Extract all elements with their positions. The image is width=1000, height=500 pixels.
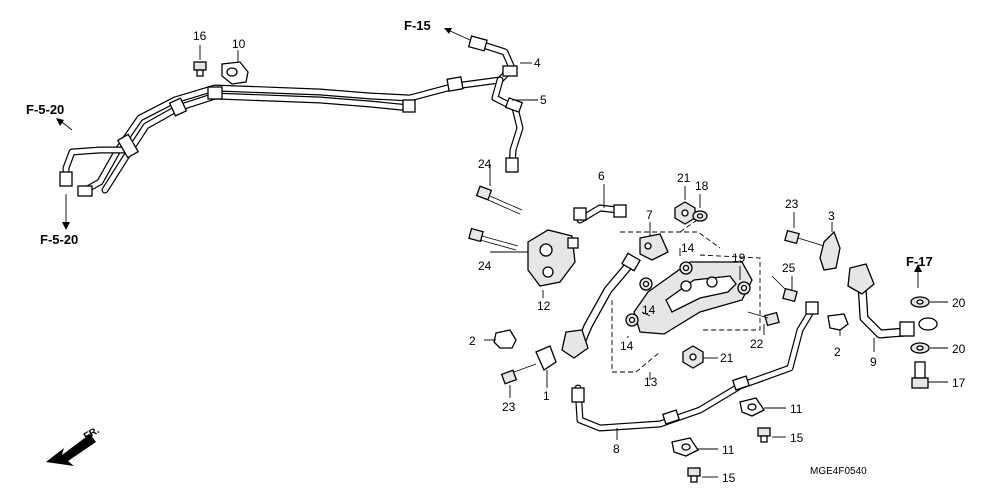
callout-12: 12 (537, 299, 551, 313)
callout-1: 1 (543, 389, 550, 403)
callout-17: 17 (952, 376, 966, 390)
callout-25: 25 (782, 261, 796, 275)
banjo-bolt-17 (911, 361, 929, 389)
bolt-16 (193, 61, 207, 77)
washer-20-lower (910, 342, 930, 354)
callout-15a: 15 (790, 431, 804, 445)
callout-24a: 24 (478, 157, 492, 171)
bolt-15-lower (687, 467, 701, 483)
front-marker-label: FR. (82, 425, 102, 443)
brake-pipe-8 (571, 301, 819, 432)
diagram-code: MGE4F0540 (810, 466, 867, 477)
bolt-24-lower (468, 227, 519, 251)
callout-23b: 23 (785, 197, 799, 211)
bolt-23-left (500, 363, 537, 385)
callout-24b: 24 (478, 259, 492, 273)
ref-f5-20-bottom: F-5-20 (40, 232, 78, 247)
callout-2b: 2 (834, 345, 841, 359)
callout-5: 5 (540, 93, 547, 107)
callout-8: 8 (613, 442, 620, 456)
leader-lines (199, 45, 948, 478)
collar-14b (639, 277, 653, 291)
washer-20-upper (910, 296, 930, 308)
callout-23a: 23 (502, 400, 516, 414)
callout-7: 7 (646, 208, 653, 222)
pipe-clamp-11-lower (671, 437, 699, 457)
callout-22: 22 (750, 337, 764, 351)
bracket-7 (639, 233, 669, 261)
washer-18 (692, 210, 708, 222)
callout-13: 13 (644, 375, 658, 389)
callout-11b: 11 (722, 443, 735, 457)
nut-21-upper (674, 201, 696, 225)
ref-f15: F-15 (404, 18, 431, 33)
bracket-3 (819, 230, 841, 271)
pipe-clamp-10 (221, 61, 249, 85)
collar-19 (737, 281, 751, 295)
callout-14a: 14 (681, 241, 695, 255)
callout-11a: 11 (790, 402, 803, 416)
bolt-15-upper (757, 427, 771, 443)
callout-3: 3 (828, 209, 835, 223)
collar-14c (625, 313, 639, 327)
bolt-25 (771, 275, 798, 303)
front-direction-arrow: FR. (46, 425, 102, 466)
callout-21a: 21 (677, 171, 691, 185)
collar-14a (679, 261, 693, 275)
pipe-clamp-11-upper (739, 397, 765, 417)
callout-19: 19 (732, 251, 746, 265)
hose-clip-2-right (827, 313, 849, 331)
ref-f5-20-top: F-5-20 (26, 102, 64, 117)
nut-21-lower (682, 345, 704, 369)
hose-bracket (535, 345, 557, 371)
callout-16: 16 (193, 29, 207, 43)
bolt-22 (747, 311, 780, 327)
valve-block-12 (527, 229, 579, 287)
reference-arrows (56, 28, 922, 288)
callout-14b: 14 (642, 303, 656, 317)
bolt-23-right (784, 229, 825, 247)
brake-stopper-arm-13 (633, 261, 753, 335)
callout-9: 9 (870, 355, 877, 369)
brake-pipe-6 (573, 204, 627, 224)
bolt-24-upper (475, 185, 523, 215)
callout-18: 18 (695, 179, 709, 193)
upper-brake-pipe-assembly (59, 35, 524, 197)
callout-4: 4 (534, 56, 541, 70)
ref-f17: F-17 (906, 254, 933, 269)
callout-21b: 21 (720, 351, 734, 365)
callout-20a: 20 (952, 296, 966, 310)
brake-hose-9 (847, 263, 938, 339)
callout-20b: 20 (952, 342, 966, 356)
hose-clip-2-left (493, 329, 517, 349)
brake-hose-1 (561, 252, 641, 359)
callout-6: 6 (598, 169, 605, 183)
callout-2a: 2 (469, 334, 476, 348)
callout-15b: 15 (722, 471, 736, 485)
callout-10: 10 (232, 37, 246, 51)
callout-14c: 14 (620, 339, 634, 353)
